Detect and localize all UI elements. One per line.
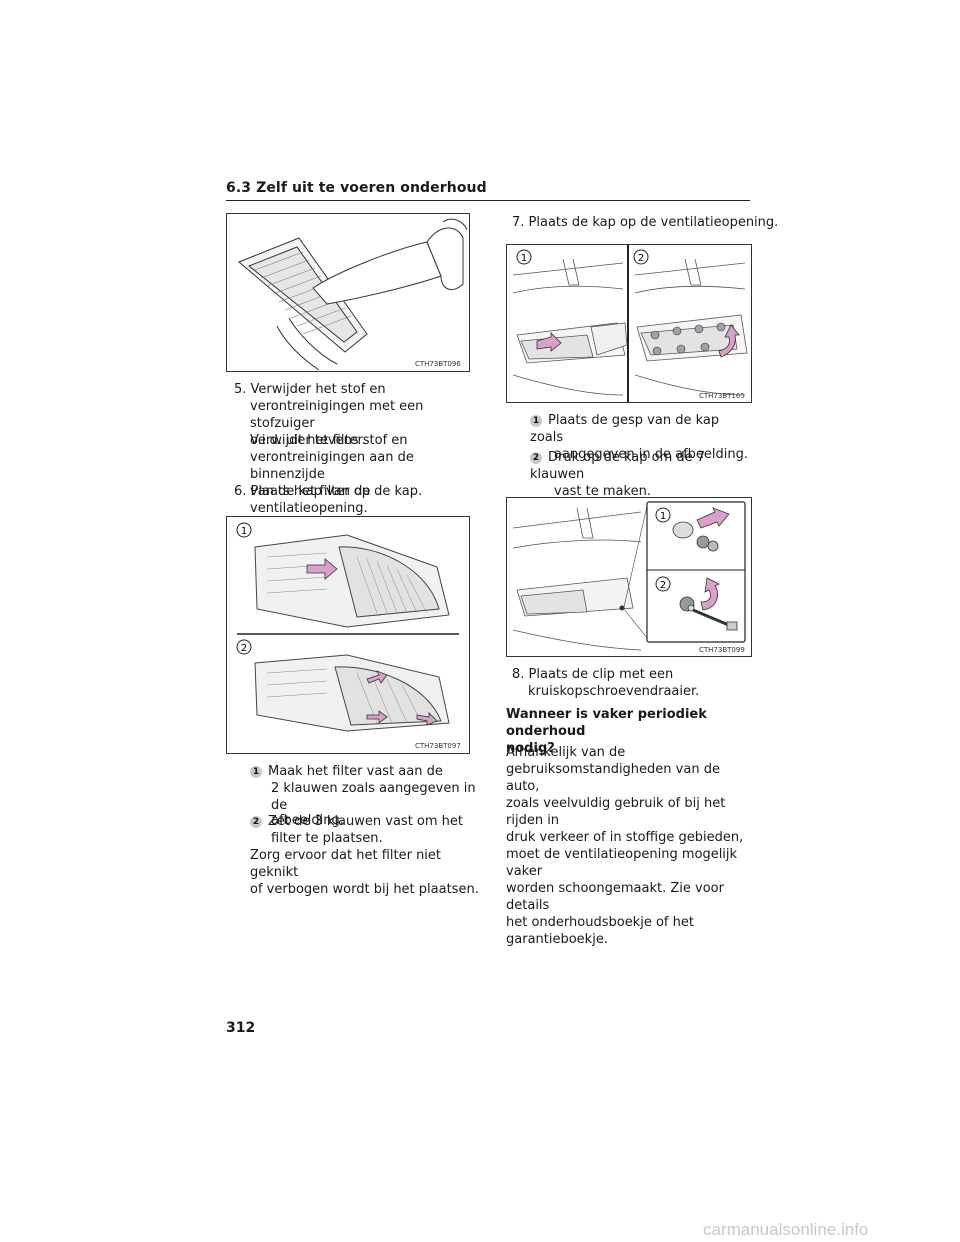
paragraph-line: het onderhoudsboekje of het <box>506 915 694 930</box>
paragraph-line: gebruiksomstandigheden van de auto, <box>506 762 720 794</box>
figure-code: CTH73BT096 <box>415 360 461 368</box>
callout-1: 1 <box>241 526 247 537</box>
paragraph-line: moet de ventilatieopening mogelijk vaker <box>506 847 738 879</box>
maintenance-heading: Wanneer is vaker periodiek onderhoud nod… <box>506 706 756 757</box>
step-badge: 1 <box>250 766 262 778</box>
callout-2: 2 <box>638 253 644 264</box>
figure-code: CTH73BT165 <box>699 392 745 400</box>
substep-text: afbeelding. <box>271 813 344 828</box>
substep-text: Zet de 3 klauwen vast om het <box>268 814 464 829</box>
step-number: 8. <box>512 667 525 682</box>
callout-1: 1 <box>660 511 666 522</box>
step-text: o.i.d. uit het filter. <box>250 433 366 448</box>
step-text: verontreinigingen met een stofzuiger <box>250 399 424 431</box>
figure-filter-on-cover: 1 2 <box>226 516 470 754</box>
step-text: Plaats de kap op de ventilatieopening. <box>528 215 779 230</box>
heading-line: nodig? <box>506 741 555 756</box>
step-text: kruiskopschroevendraaier. <box>528 684 700 699</box>
section-title: 6.3 Zelf uit te voeren onderhoud <box>226 180 487 196</box>
step-number: 6. <box>234 484 247 499</box>
note-line: verontreinigingen aan de binnenzijde <box>250 450 414 482</box>
step-5: 5. Verwijder het stof en verontreiniging… <box>234 381 484 449</box>
filter-note: Zorg ervoor dat het filter niet geknikt … <box>250 847 490 898</box>
callout-1: 1 <box>521 253 527 264</box>
note-line: of verbogen wordt bij het plaatsen. <box>250 882 479 897</box>
figure-clip-install: 1 2 CTH73BT099 <box>506 497 752 657</box>
figure-code: CTH73BT099 <box>699 646 745 654</box>
callout-2: 2 <box>241 643 247 654</box>
maintenance-paragraph: Afhankelijk van de gebruiksomstandighede… <box>506 744 756 948</box>
page-number: 312 <box>226 1020 256 1036</box>
callout-2: 2 <box>660 580 666 591</box>
vacuum-filter-illustration <box>238 218 468 371</box>
substep-text: Maak het filter vast aan de <box>268 764 443 779</box>
paragraph-line: worden schoongemaakt. Zie voor details <box>506 881 724 913</box>
step-7: 7. Plaats de kap op de ventilatieopening… <box>512 214 778 231</box>
step-text: Plaats het filter op de kap. <box>250 484 423 499</box>
figure-cover-on-vent: 1 2 CTH73BT165 <box>506 244 752 403</box>
clip-install-illustration: 1 2 <box>512 501 746 651</box>
substep-text: 2 klauwen zoals aangegeven in de <box>271 781 476 813</box>
paragraph-line: zoals veelvuldig gebruik of bij het rijd… <box>506 796 726 828</box>
cover-vent-illustration: 1 2 <box>512 245 748 402</box>
note-line: Zorg ervoor dat het filter niet geknikt <box>250 848 442 880</box>
step-number: 5. <box>234 382 247 397</box>
paragraph-line: garantieboekje. <box>506 932 608 947</box>
paragraph-line: Afhankelijk van de <box>506 745 626 760</box>
substep-1: 1 Maak het filter vast aan de 2 klauwen z… <box>250 763 480 829</box>
header-rule <box>226 200 750 201</box>
step-badge: 2 <box>530 452 542 464</box>
substep-text: vast te maken. <box>554 484 651 499</box>
substep-text: filter te plaatsen. <box>271 831 383 846</box>
step-text: Verwijder het stof en <box>250 382 386 397</box>
paragraph-line: druk verkeer of in stoffige gebieden, <box>506 830 744 845</box>
step-6: 6. Plaats het filter op de kap. <box>234 483 422 500</box>
substep-text: aangegeven in de afbeelding. <box>554 447 748 462</box>
step-number: 7. <box>512 215 525 230</box>
substep-text: Druk op de kap om de 7 klauwen <box>530 450 706 482</box>
substep-text: Plaats de gesp van de kap zoals <box>530 413 720 445</box>
substep-2: 2 Zet de 3 klauwen vast om het filter te … <box>250 813 480 847</box>
watermark: carmanualsonline.info <box>703 1220 869 1239</box>
step-badge: 1 <box>530 415 542 427</box>
figure-code: CTH73BT097 <box>415 742 461 750</box>
note-line: van de kap van de ventilatieopening. <box>250 484 371 516</box>
step-badge: 2 <box>250 816 262 828</box>
step-text: Plaats de clip met een <box>528 667 674 682</box>
heading-line: Wanneer is vaker periodiek onderhoud <box>506 707 707 739</box>
step-5-note: Verwijder tevens stof en verontreiniging… <box>250 432 490 517</box>
filter-cover-illustration: 1 2 <box>236 522 459 732</box>
step-8: 8. Plaats de clip met een kruiskopschroe… <box>512 666 752 700</box>
note-line: Verwijder tevens stof en <box>250 433 408 448</box>
figure-vacuum-filter: CTH73BT096 <box>226 213 470 372</box>
